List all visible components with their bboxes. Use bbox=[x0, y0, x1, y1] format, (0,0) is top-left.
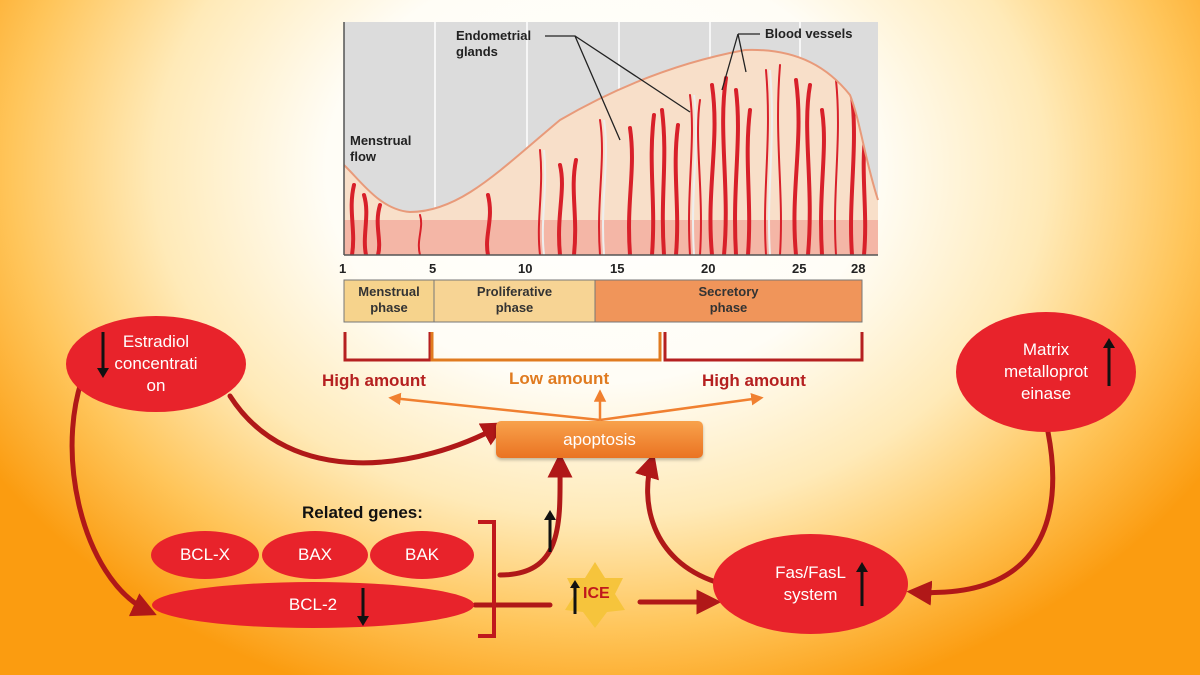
ice-up-arrow-icon bbox=[570, 580, 580, 614]
apoptosis-fan-arrows bbox=[388, 389, 764, 422]
proliferative-phase-label: Proliferative phase bbox=[476, 284, 553, 315]
pathway-arrows bbox=[69, 357, 1056, 617]
mmp-node: Matrix metalloprot einase bbox=[956, 312, 1136, 432]
genes-bracket bbox=[478, 520, 496, 638]
day-tick-20: 20 bbox=[701, 261, 716, 276]
proliferative-phase-segment bbox=[433, 279, 596, 323]
day-tick-10: 10 bbox=[518, 261, 533, 276]
gland-lumens bbox=[541, 69, 773, 255]
arrow-genes-to-apoptosis bbox=[497, 452, 573, 578]
fas-fasl-node: Fas/FasL system bbox=[713, 534, 908, 634]
bcl-2-down-arrow-icon bbox=[357, 588, 369, 626]
day-tick-25: 25 bbox=[792, 261, 807, 276]
apoptosis-label: apoptosis bbox=[563, 429, 636, 449]
estradiol-label: Estradiol concentrati on bbox=[114, 332, 198, 395]
secretory-phase-segment bbox=[594, 279, 863, 323]
menstrual-flow-label: Menstrual flow bbox=[350, 133, 412, 164]
arrow-fas-to-apoptosis bbox=[635, 452, 719, 585]
arrow-mmp-to-fas bbox=[906, 429, 1056, 606]
bax-node: BAX bbox=[262, 531, 368, 579]
fas-fasl-label: Fas/FasL system bbox=[775, 563, 846, 604]
endometrium-surface bbox=[343, 48, 879, 214]
arrow-estradiol-to-apoptosis bbox=[227, 393, 507, 466]
fas-up-arrow-icon bbox=[856, 562, 868, 606]
menstrual-apoptosis-level: High amount bbox=[322, 371, 426, 390]
ice-label: ICE bbox=[583, 585, 610, 602]
blood-vessels-label: Blood vessels bbox=[765, 26, 853, 41]
arrow-estradiol-to-bcl2 bbox=[69, 357, 157, 617]
mmp-label: Matrix metalloprot einase bbox=[1003, 340, 1089, 403]
menstrual-phase-segment bbox=[343, 279, 435, 323]
bcl-2-label: BCL-2 bbox=[288, 595, 338, 614]
annotation-leader-lines bbox=[545, 33, 760, 141]
spiral-arteries bbox=[349, 76, 868, 255]
ice-star bbox=[565, 562, 625, 628]
bcl-x-label: BCL-X bbox=[179, 545, 231, 564]
mmp-up-arrow-icon bbox=[1103, 338, 1115, 386]
secretory-apoptosis-level: High amount bbox=[702, 371, 806, 390]
day-tick-15: 15 bbox=[610, 261, 625, 276]
endometrial-glands bbox=[417, 64, 839, 255]
phase-brackets bbox=[343, 332, 864, 362]
bcl-2-node: BCL-2 bbox=[152, 582, 474, 628]
bax-label: BAX bbox=[297, 545, 333, 564]
menstrual-phase-label: Menstrual phase bbox=[358, 284, 420, 315]
secretory-phase-label: Secretory phase bbox=[698, 284, 759, 315]
bcl-x-node: BCL-X bbox=[151, 531, 259, 579]
genes-up-arrow-icon bbox=[544, 510, 556, 552]
estradiol-down-arrow-icon bbox=[97, 332, 109, 378]
estradiol-node: Estradiol concentrati on bbox=[66, 316, 246, 412]
related-genes-title: Related genes: bbox=[302, 503, 423, 522]
day-tick-28: 28 bbox=[851, 261, 866, 276]
day-tick-1: 1 bbox=[339, 261, 347, 276]
day-tick-5: 5 bbox=[429, 261, 437, 276]
apoptosis-node: apoptosis bbox=[496, 421, 703, 458]
proliferative-apoptosis-level: Low amount bbox=[509, 369, 610, 388]
bak-node: BAK bbox=[370, 531, 474, 579]
endometrial-glands-label: Endometrial glands bbox=[456, 28, 532, 59]
bak-label: BAK bbox=[404, 545, 440, 564]
